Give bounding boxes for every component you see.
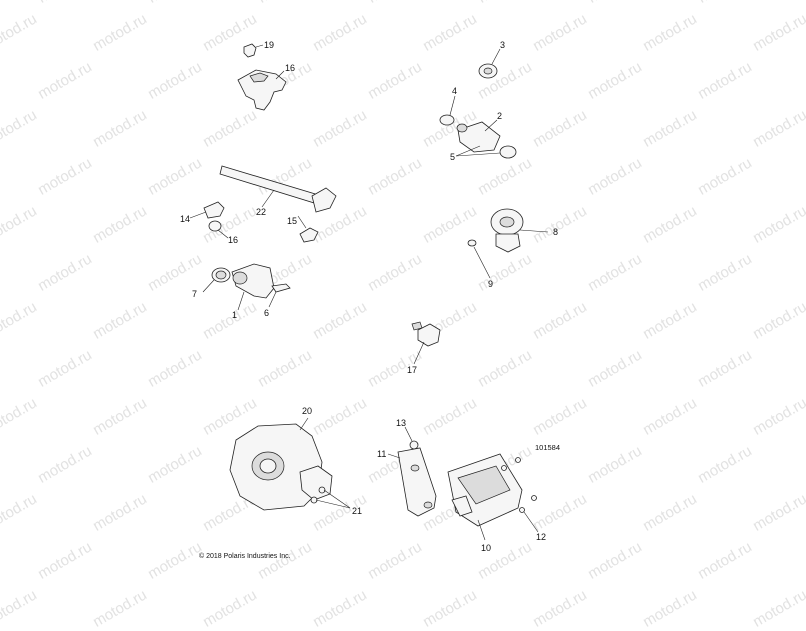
part-3-nut — [478, 48, 501, 79]
callout-15: 15 — [287, 216, 297, 226]
part-17-temp-sensor — [411, 321, 441, 365]
part-12-screws — [501, 457, 539, 533]
part-7-gasket — [202, 267, 231, 293]
callout-16-top: 16 — [285, 63, 295, 73]
callout-21: 21 — [352, 506, 362, 516]
copyright-notice: © 2018 Polaris Industries Inc. — [199, 553, 291, 560]
part-19-bolt — [243, 43, 264, 58]
part-10-ecu — [447, 453, 523, 541]
callout-19: 19 — [264, 40, 274, 50]
part-20-housing — [229, 417, 333, 511]
callout-22: 22 — [256, 207, 266, 217]
part-11-bracket — [387, 447, 437, 517]
part-13-nut — [404, 426, 419, 450]
callout-17: 17 — [407, 365, 417, 375]
reference-number: 101584 — [535, 443, 561, 452]
part-22-rod — [219, 165, 337, 213]
callout-14: 14 — [180, 214, 190, 224]
callout-16-left: 16 — [228, 235, 238, 245]
callout-20: 20 — [302, 406, 312, 416]
callout-9: 9 — [488, 279, 493, 289]
part-14-clip — [189, 201, 225, 219]
callout-13: 13 — [396, 418, 406, 428]
part-1-sensor — [231, 263, 275, 311]
callout-2: 2 — [497, 111, 502, 121]
callout-10: 10 — [481, 543, 491, 553]
part-15-bolt — [297, 215, 319, 243]
callout-4: 4 — [452, 86, 457, 96]
part-9-washer — [467, 239, 491, 279]
callout-6: 6 — [264, 308, 269, 318]
callout-7: 7 — [192, 289, 197, 299]
callout-3: 3 — [500, 40, 505, 50]
part-16-nut-b — [208, 220, 229, 239]
callout-11: 11 — [377, 449, 386, 459]
part-21-screws — [310, 486, 351, 509]
part-4-washer — [439, 95, 456, 126]
callout-5: 5 — [450, 152, 455, 162]
callout-12: 12 — [536, 532, 546, 542]
part-2-bracket — [455, 119, 517, 159]
callout-8: 8 — [553, 227, 558, 237]
callout-1: 1 — [232, 310, 237, 320]
part-18-sensor-bracket — [237, 69, 287, 111]
part-6-screw — [268, 283, 291, 308]
parts-diagram: 19 16 3 4 2 5 22 14 15 16 8 9 7 6 1 17 2… — [180, 40, 558, 553]
part-8-knock-sensor — [490, 208, 549, 253]
